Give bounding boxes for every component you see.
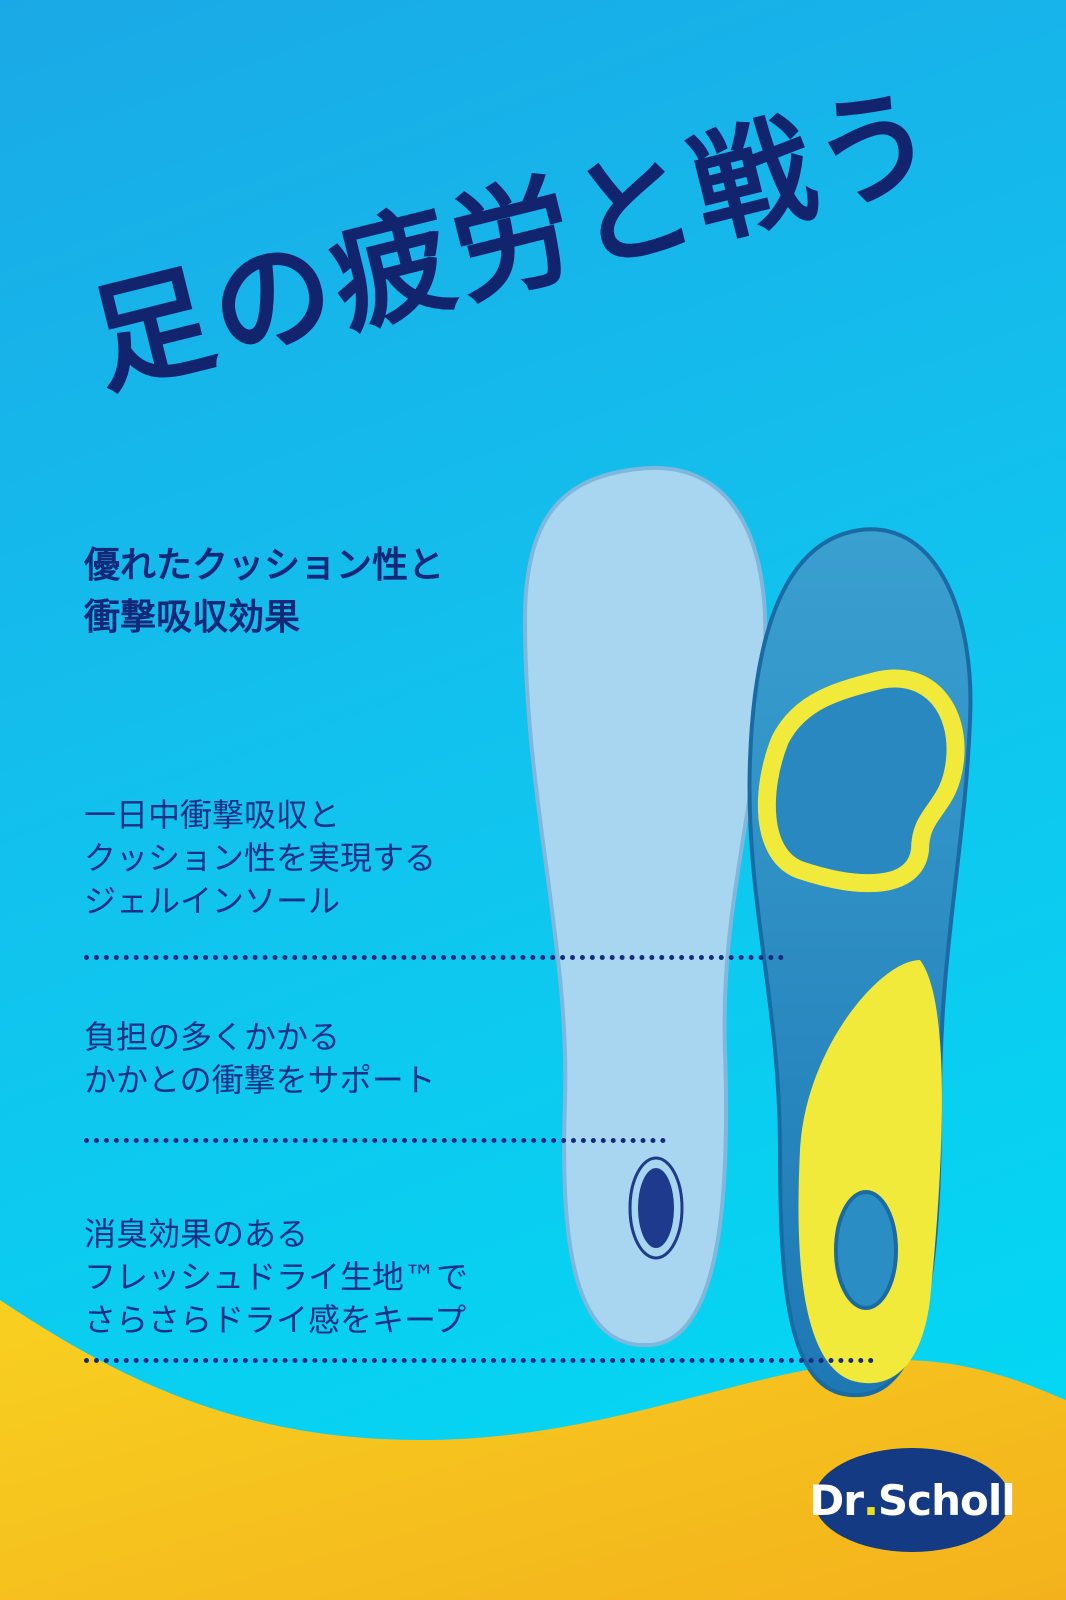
insole-left-image <box>522 465 768 1348</box>
feature-gel-cushion: 一日中衝撃吸収と クッション性を実現する ジェルインソール <box>84 794 436 923</box>
subheadline-line: 優れたクッション性と <box>84 545 445 586</box>
feature-line: ジェルインソール <box>84 882 341 920</box>
feature-line: さらさらドライ感をキープ <box>84 1301 467 1339</box>
dr-scholl-logo: Dr.Scholl <box>809 1448 1016 1552</box>
feature-deodorant: 消臭効果のある フレッシュドライ生地™で さらさらドライ感をキープ <box>84 1213 468 1342</box>
divider-dotted <box>84 1358 874 1363</box>
feature-line: 負担の多くかかる <box>84 1018 341 1056</box>
subheadline-line: 衝撃吸収効果 <box>84 597 301 638</box>
feature-line: クッション性を実現する <box>84 839 437 877</box>
divider-dotted <box>84 955 784 960</box>
subheadline: 優れたクッション性と 衝撃吸収効果 <box>84 540 444 644</box>
feature-heel-support: 負担の多くかかる かかとの衝撃をサポート <box>84 1016 436 1102</box>
divider-dotted <box>84 1138 666 1143</box>
feature-line: 消臭効果のある <box>84 1215 309 1253</box>
insole-right-image <box>747 527 973 1398</box>
yellow-wave <box>0 1300 1066 1600</box>
feature-line: フレッシュドライ生地™で <box>84 1258 469 1296</box>
feature-line: かかとの衝撃をサポート <box>84 1061 436 1099</box>
feature-line: 一日中衝撃吸収と <box>84 796 341 834</box>
